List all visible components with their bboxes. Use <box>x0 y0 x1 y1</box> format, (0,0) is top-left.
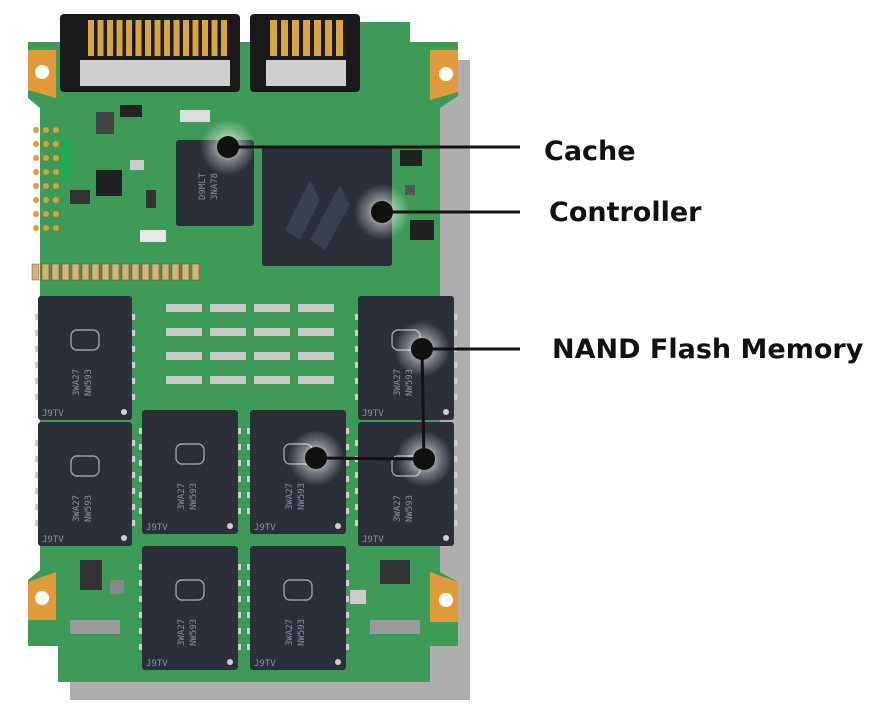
nand-chip-corner-mark: J9TV <box>146 659 168 669</box>
mounting-pads <box>28 50 458 622</box>
nand-marker-dot-2 <box>413 448 435 470</box>
nand-chip-mark-1: 3WA27 <box>72 369 82 396</box>
cache-chip-mark-top: D9MLT <box>198 172 208 200</box>
marker-dots <box>217 136 435 470</box>
nand-chip-corner-mark: J9TV <box>254 523 276 533</box>
nand-chip-mark-1: 3WA27 <box>393 495 403 522</box>
nand-chip-corner-mark: J9TV <box>254 659 276 669</box>
sata-connector <box>60 14 360 92</box>
nand-horizontal-line <box>315 456 425 461</box>
smd-components <box>33 105 434 634</box>
nand-chip-mark-1: 3WA27 <box>177 483 187 510</box>
controller-chip <box>262 146 392 266</box>
nand-vertical-line <box>420 348 426 460</box>
nand-marker-dot-1 <box>411 338 433 360</box>
nand-chip-mark-2: NW593 <box>297 619 307 646</box>
nand-chip-mark-2: NW593 <box>405 495 415 522</box>
nand-chip-mark-2: NW593 <box>189 619 199 646</box>
nand-chip-mark-2: NW593 <box>405 369 415 396</box>
nand-chip-corner-mark: J9TV <box>42 535 64 545</box>
nand-chip-corner-mark: J9TV <box>42 409 64 419</box>
nand-marker-dot-3 <box>305 447 327 469</box>
nand-chip-mark-2: NW593 <box>297 483 307 510</box>
nand-chip-mark-2: NW593 <box>189 483 199 510</box>
nand-chip-corner-mark: J9TV <box>146 523 168 533</box>
label-controller: Controller <box>549 197 702 228</box>
nand-chip-mark-1: 3WA27 <box>285 483 295 510</box>
nand-chip-corner-mark: J9TV <box>362 409 384 419</box>
leader-lines <box>228 145 520 461</box>
nand-chip-mark-2: NW593 <box>84 369 94 396</box>
label-nand-flash-memory: NAND Flash Memory <box>552 334 864 365</box>
cache-chip-mark-bottom: 3NA78 <box>210 173 220 200</box>
resistor-row <box>31 263 200 281</box>
nand-chip-mark-2: NW593 <box>84 495 94 522</box>
nand-chip-corner-mark: J9TV <box>362 535 384 545</box>
label-cache: Cache <box>544 136 636 167</box>
controller-marker-dot <box>371 201 393 223</box>
nand-chip-mark-1: 3WA27 <box>72 495 82 522</box>
cache-marker-dot <box>217 136 239 158</box>
nand-chip-mark-1: 3WA27 <box>393 369 403 396</box>
nand-chip-mark-1: 3WA27 <box>177 619 187 646</box>
nand-chip-mark-1: 3WA27 <box>285 619 295 646</box>
